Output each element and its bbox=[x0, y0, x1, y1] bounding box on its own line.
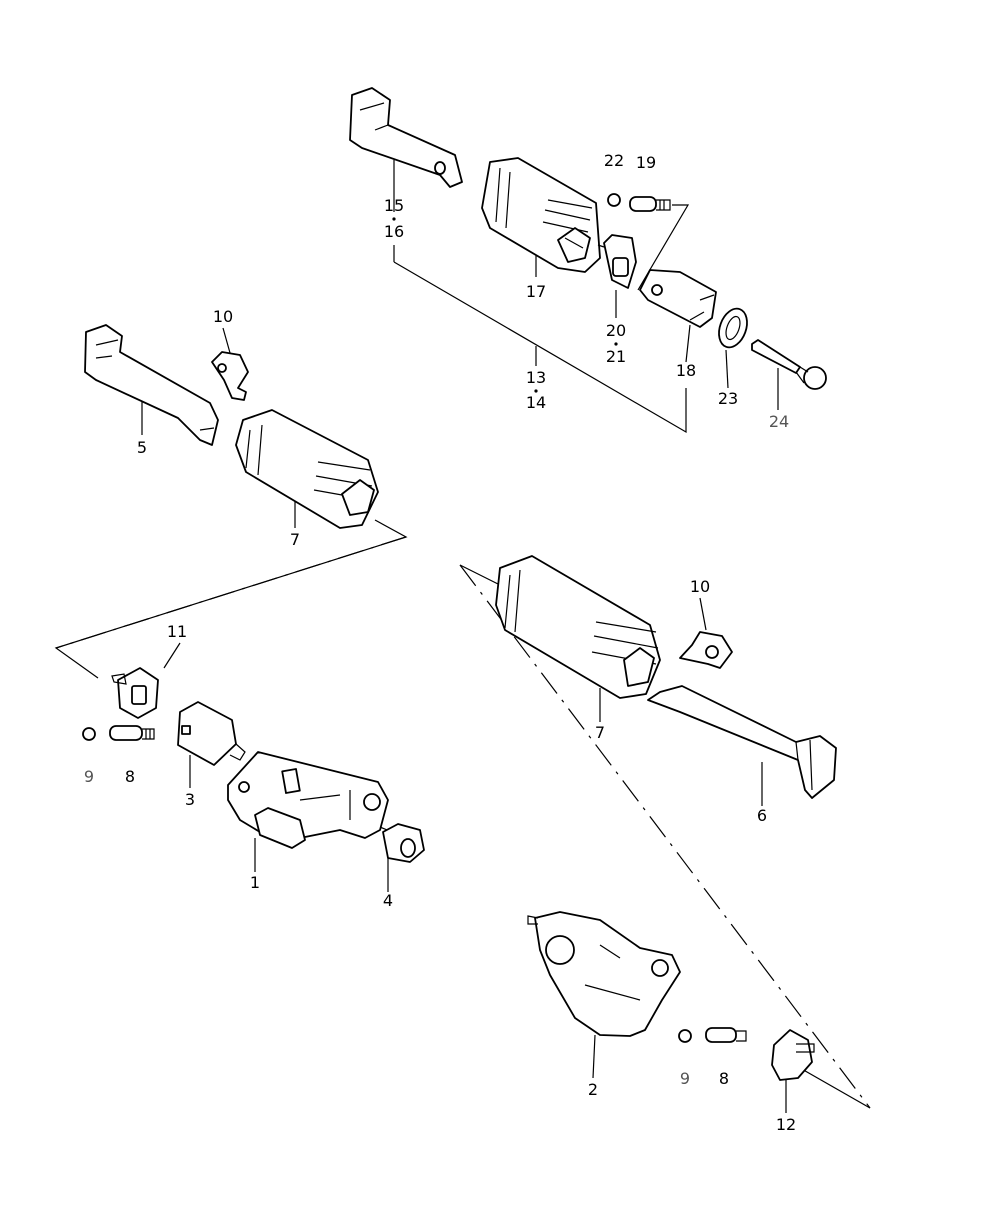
label-dot-13-14 bbox=[534, 389, 538, 393]
part-frame-1 bbox=[227, 751, 389, 849]
part-clip-10b bbox=[679, 631, 733, 669]
label-8-left: 8 bbox=[125, 767, 135, 786]
label-20: 20 bbox=[606, 321, 626, 340]
part-pin-8b bbox=[705, 1027, 747, 1043]
label-dot-15-16 bbox=[392, 217, 396, 221]
label-10-right: 10 bbox=[690, 577, 710, 596]
part-block-18 bbox=[639, 269, 717, 328]
label-24: 24 bbox=[769, 412, 789, 431]
part-nut-9a bbox=[82, 727, 96, 741]
label-19: 19 bbox=[636, 153, 656, 172]
label-23: 23 bbox=[718, 389, 738, 408]
label-3: 3 bbox=[185, 790, 195, 809]
part-pin-19 bbox=[629, 196, 671, 212]
label-6: 6 bbox=[757, 806, 767, 825]
label-5: 5 bbox=[137, 438, 147, 457]
part-plate-11 bbox=[111, 667, 159, 719]
label-14: 14 bbox=[526, 393, 546, 412]
label-4: 4 bbox=[383, 891, 393, 910]
label-11: 11 bbox=[167, 622, 187, 641]
label-18: 18 bbox=[676, 361, 696, 380]
part-bracket-2 bbox=[527, 911, 681, 1037]
label-15: 15 bbox=[384, 196, 404, 215]
part-bracket-6 bbox=[647, 685, 837, 799]
part-plate-12 bbox=[771, 1029, 815, 1081]
part-bracket-5 bbox=[84, 324, 219, 446]
label-9-right: 9 bbox=[680, 1069, 690, 1088]
part-pin-8a bbox=[109, 725, 155, 741]
part-block-3 bbox=[177, 701, 246, 766]
part-bolt-24 bbox=[751, 339, 827, 390]
label-2: 2 bbox=[588, 1080, 598, 1099]
label-22: 22 bbox=[604, 151, 624, 170]
part-washer-20 bbox=[597, 234, 637, 289]
part-nut-22 bbox=[607, 193, 621, 207]
label-12: 12 bbox=[776, 1115, 796, 1134]
label-16: 16 bbox=[384, 222, 404, 241]
label-13: 13 bbox=[526, 368, 546, 387]
part-washer-23 bbox=[718, 307, 748, 349]
part-clip-10a bbox=[211, 351, 249, 401]
part-nut-9b bbox=[678, 1029, 692, 1043]
part-bracket-15 bbox=[349, 87, 463, 188]
label-1: 1 bbox=[250, 873, 260, 892]
leader-lines bbox=[54, 160, 871, 1113]
label-10-top: 10 bbox=[213, 307, 233, 326]
part-labels: 22 19 15 16 17 20 21 13 14 18 23 24 10 5… bbox=[84, 151, 796, 1134]
label-7-right: 7 bbox=[595, 723, 605, 742]
part-rubber-17 bbox=[481, 157, 601, 273]
part-rubber-7a bbox=[235, 409, 379, 529]
label-dot-20-21 bbox=[614, 342, 618, 346]
label-9-left: 9 bbox=[84, 767, 94, 786]
part-rubber-7b bbox=[495, 555, 661, 699]
label-8-right: 8 bbox=[719, 1069, 729, 1088]
label-7-left: 7 bbox=[290, 530, 300, 549]
label-17: 17 bbox=[526, 282, 546, 301]
label-21: 21 bbox=[606, 347, 626, 366]
part-cylinder-4 bbox=[382, 823, 425, 863]
